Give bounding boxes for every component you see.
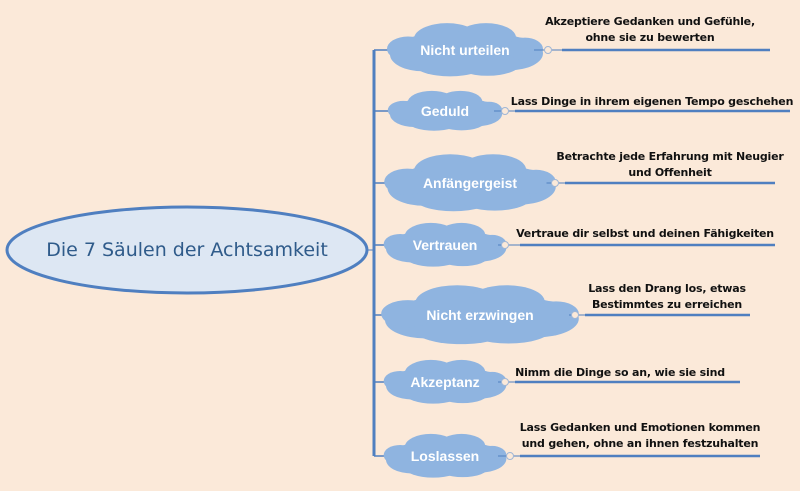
cloud-shape <box>436 456 489 478</box>
cloud-shape <box>466 316 551 344</box>
cloud-shape <box>438 90 483 113</box>
cloud-shape <box>475 101 503 119</box>
description-line: Lass Dinge in ihrem eigenen Tempo gesche… <box>510 95 794 108</box>
description-line: Betrachte jede Erfahrung mit Neugier <box>556 150 784 163</box>
pillar-node: Akzeptanz <box>410 374 480 390</box>
description-line: Akzeptiere Gedanken und Gefühle, <box>545 15 755 28</box>
cloud-shape <box>478 445 507 465</box>
description-line: und Offenheit <box>628 166 712 179</box>
description-line: Vertraue dir selbst und deinen Fähigkeit… <box>516 227 774 240</box>
pillar-node: Geduld <box>420 103 470 119</box>
cloud-shape <box>460 154 527 186</box>
description-line: Bestimmtes zu erreichen <box>591 298 743 311</box>
description-line: ohne sie zu bewerten <box>585 31 715 44</box>
cloud-shape <box>384 168 431 195</box>
cloud-shape <box>387 36 429 62</box>
cloud-shape <box>436 382 489 404</box>
cloud-shape <box>436 245 489 267</box>
pillar-description: Lass Gedanken und Emotionen kommen und ge… <box>520 420 761 452</box>
connector-dot-icon <box>571 311 579 319</box>
pillar-description: Betrachte jede Erfahrung mit Neugier und … <box>556 149 783 181</box>
cloud-shape <box>533 301 579 327</box>
cloud-shape <box>478 234 507 254</box>
pillar-node: Nicht erzwingen <box>426 307 534 323</box>
connector-dot-icon <box>506 452 514 460</box>
pillar-description: Nimm die Dinge so an, wie sie sind <box>515 365 725 381</box>
cloud-shape <box>437 222 486 247</box>
cloud-shape <box>387 100 419 120</box>
cloud-shape <box>381 300 435 328</box>
cloud-shape <box>437 359 486 384</box>
cloud-shape <box>478 371 507 391</box>
cloud-shape <box>458 184 532 211</box>
cloud-shape <box>437 433 486 458</box>
cloud-shape <box>507 37 543 61</box>
connector-dot-icon <box>544 46 552 54</box>
pillar-description: Vertraue dir selbst und deinen Fähigkeit… <box>516 226 774 242</box>
description-line: und gehen, ohne an ihnen festzuhalten <box>521 437 759 450</box>
cloud-shape <box>516 169 556 194</box>
pillar-node: Vertrauen <box>412 237 478 253</box>
central-topic: Die 7 Säulen der Achtsamkeit <box>46 239 328 261</box>
description-line: Nimm die Dinge so an, wie sie sind <box>515 366 725 379</box>
pillar-node: Nicht urteilen <box>420 42 510 58</box>
pillar-node: Anfängergeist <box>422 175 518 191</box>
connector-dot-icon <box>551 179 559 187</box>
connector-dot-icon <box>501 107 509 115</box>
connector-dot-icon <box>501 378 509 386</box>
connector-dot-icon <box>501 241 509 249</box>
cloud-shape <box>383 444 417 466</box>
cloud-shape <box>456 23 516 53</box>
cloud-shape <box>468 285 545 318</box>
cloud-shape <box>437 111 486 131</box>
cloud-shape <box>383 370 417 392</box>
pillar-description: Lass Dinge in ihrem eigenen Tempo gesche… <box>510 94 794 110</box>
cloud-shape <box>383 233 417 255</box>
pillar-node: Loslassen <box>410 448 480 464</box>
pillar-description: Akzeptiere Gedanken und Gefühle, ohne sie… <box>545 14 755 46</box>
cloud-shape <box>454 51 521 76</box>
description-line: Lass Gedanken und Emotionen kommen <box>519 421 761 434</box>
description-line: Lass den Drang los, etwas <box>588 282 746 295</box>
